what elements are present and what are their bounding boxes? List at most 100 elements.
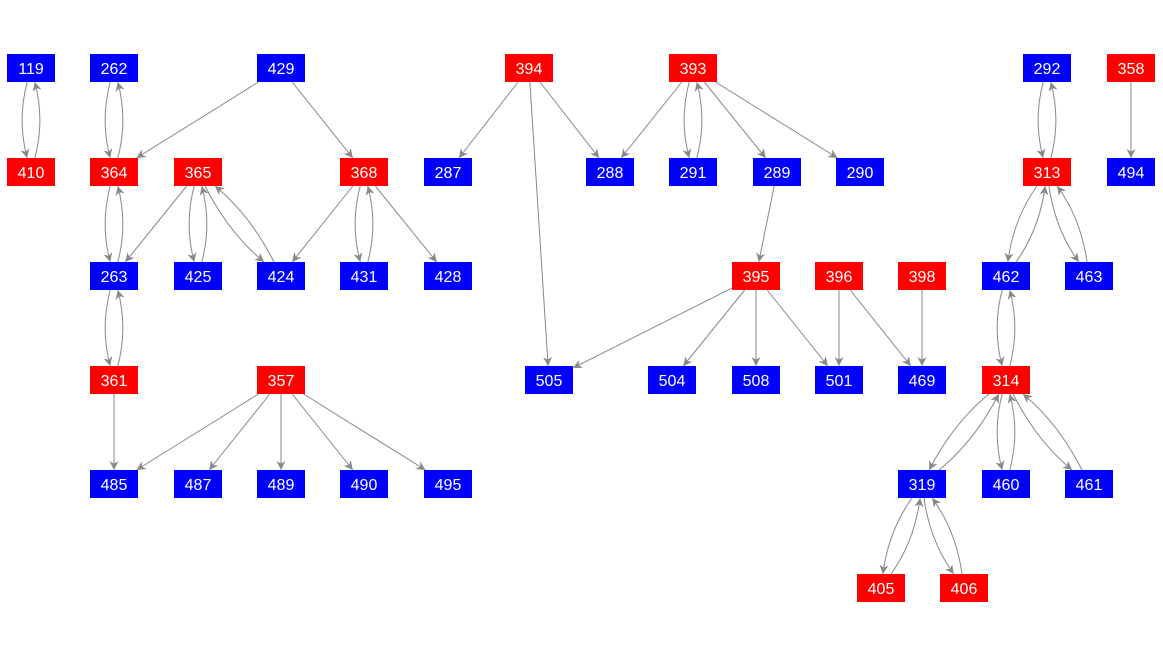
edge-410-to-119 — [32, 81, 42, 159]
node-357[interactable]: 357 — [257, 366, 305, 394]
edge-368-to-424 — [291, 185, 354, 263]
edge-319-to-405 — [879, 497, 913, 575]
node-428[interactable]: 428 — [424, 262, 472, 290]
node-label: 289 — [764, 165, 791, 182]
node-288[interactable]: 288 — [586, 158, 634, 186]
node-394[interactable]: 394 — [505, 54, 553, 82]
node-label: 501 — [826, 373, 853, 390]
node-label: 396 — [826, 269, 853, 286]
node-263[interactable]: 263 — [90, 262, 138, 290]
edge-368-to-428 — [374, 185, 438, 263]
edge-292-to-313 — [1036, 81, 1046, 159]
edge-357-to-487 — [208, 393, 271, 471]
node-label: 361 — [101, 373, 128, 390]
node-410[interactable]: 410 — [7, 158, 55, 186]
node-292[interactable]: 292 — [1023, 54, 1071, 82]
node-289[interactable]: 289 — [753, 158, 801, 186]
node-487[interactable]: 487 — [174, 470, 222, 498]
node-287[interactable]: 287 — [424, 158, 472, 186]
node-504[interactable]: 504 — [648, 366, 696, 394]
node-405[interactable]: 405 — [857, 574, 905, 602]
node-box — [174, 262, 222, 290]
node-495[interactable]: 495 — [424, 470, 472, 498]
node-box — [669, 158, 717, 186]
node-label: 463 — [1076, 269, 1103, 286]
node-398[interactable]: 398 — [898, 262, 946, 290]
edge-365-to-425 — [187, 185, 197, 263]
node-501[interactable]: 501 — [815, 366, 863, 394]
node-label: 358 — [1118, 61, 1145, 78]
node-490[interactable]: 490 — [340, 470, 388, 498]
node-box — [1065, 470, 1113, 498]
node-291[interactable]: 291 — [669, 158, 717, 186]
node-box — [1107, 54, 1155, 82]
node-label: 424 — [268, 269, 295, 286]
node-label: 489 — [268, 477, 295, 494]
node-494[interactable]: 494 — [1107, 158, 1155, 186]
node-361[interactable]: 361 — [90, 366, 138, 394]
node-489[interactable]: 489 — [257, 470, 305, 498]
node-364[interactable]: 364 — [90, 158, 138, 186]
node-label: 504 — [659, 373, 686, 390]
node-262[interactable]: 262 — [90, 54, 138, 82]
node-box — [586, 158, 634, 186]
edge-119-to-410 — [20, 81, 30, 159]
node-396[interactable]: 396 — [815, 262, 863, 290]
node-431[interactable]: 431 — [340, 262, 388, 290]
node-box — [898, 366, 946, 394]
edge-461-to-314 — [1022, 393, 1083, 471]
node-label: 262 — [101, 61, 128, 78]
node-box — [257, 470, 305, 498]
node-box — [7, 54, 55, 82]
node-290[interactable]: 290 — [836, 158, 884, 186]
node-label: 508 — [743, 373, 770, 390]
edge-429-to-368 — [291, 81, 354, 159]
node-485[interactable]: 485 — [90, 470, 138, 498]
edge-313-to-462 — [1004, 185, 1038, 263]
node-424[interactable]: 424 — [257, 262, 305, 290]
edge-460-to-314 — [1007, 393, 1017, 471]
node-box — [1023, 54, 1071, 82]
node-425[interactable]: 425 — [174, 262, 222, 290]
node-label: 429 — [268, 61, 295, 78]
node-319[interactable]: 319 — [898, 470, 946, 498]
node-label: 505 — [536, 373, 563, 390]
node-box — [90, 470, 138, 498]
node-395[interactable]: 395 — [732, 262, 780, 290]
node-box — [1023, 158, 1071, 186]
node-508[interactable]: 508 — [732, 366, 780, 394]
node-365[interactable]: 365 — [174, 158, 222, 186]
edge-314-to-460 — [995, 393, 1005, 471]
node-461[interactable]: 461 — [1065, 470, 1113, 498]
node-box — [1107, 158, 1155, 186]
node-box — [898, 470, 946, 498]
node-393[interactable]: 393 — [669, 54, 717, 82]
edge-364-to-262 — [115, 81, 125, 159]
edge-291-to-393 — [694, 81, 704, 159]
edge-314-to-462 — [1007, 289, 1017, 367]
node-313[interactable]: 313 — [1023, 158, 1071, 186]
node-314[interactable]: 314 — [982, 366, 1030, 394]
node-429[interactable]: 429 — [257, 54, 305, 82]
edge-462-to-313 — [1015, 185, 1049, 263]
node-358[interactable]: 358 — [1107, 54, 1155, 82]
node-box — [340, 470, 388, 498]
node-label: 119 — [18, 61, 44, 78]
node-label: 290 — [847, 165, 874, 182]
node-462[interactable]: 462 — [982, 262, 1030, 290]
node-505[interactable]: 505 — [525, 366, 573, 394]
node-368[interactable]: 368 — [340, 158, 388, 186]
node-469[interactable]: 469 — [898, 366, 946, 394]
node-box — [90, 158, 138, 186]
edge-357-to-485 — [136, 393, 259, 471]
edge-396-to-469 — [849, 289, 912, 367]
node-119[interactable]: 119 — [7, 54, 55, 82]
node-label: 461 — [1076, 477, 1103, 494]
node-460[interactable]: 460 — [982, 470, 1030, 498]
node-406[interactable]: 406 — [940, 574, 988, 602]
node-463[interactable]: 463 — [1065, 262, 1113, 290]
edge-313-to-292 — [1048, 81, 1058, 159]
node-box — [669, 54, 717, 82]
node-label: 405 — [868, 581, 895, 598]
edge-319-to-314 — [938, 393, 1000, 471]
